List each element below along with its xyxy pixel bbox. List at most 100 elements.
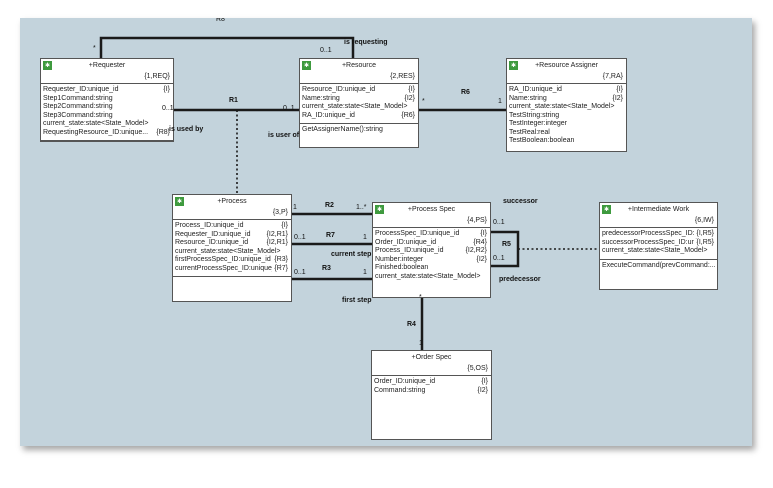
label-r6-one: 1 xyxy=(498,98,502,105)
label-r2-one: 1 xyxy=(293,204,297,211)
label-r5: R5 xyxy=(502,241,511,248)
class-resource-attributes: Resource_ID:unique_id{I} Name:string{I2}… xyxy=(300,84,418,124)
class-requester-operations xyxy=(41,141,173,146)
label-predecessor: predecessor xyxy=(499,276,541,283)
class-intermediate-work[interactable]: ✱ +Intermediate Work {6,IW} predecessorP… xyxy=(599,202,718,290)
label-r2: R2 xyxy=(325,202,334,209)
class-process-spec[interactable]: ✱ +Process Spec {4,PS} ProcessSpec_ID:un… xyxy=(372,202,491,298)
label-r7: R7 xyxy=(326,232,335,239)
label-r4-star: * xyxy=(419,294,422,301)
attribute-row: TestInteger:integer xyxy=(509,120,567,127)
label-r7-left: 0..1 xyxy=(294,234,306,241)
class-resource-assigner-title: +Resource Assigner xyxy=(535,62,598,69)
label-r3-left: 0..1 xyxy=(294,269,306,276)
class-resource-title: +Resource xyxy=(341,62,377,69)
attribute-row: current_state:state<State_Model> xyxy=(509,103,615,110)
attribute-row: Requester_ID:unique_id{I} xyxy=(43,86,170,95)
class-requester-title: +Requester xyxy=(88,62,126,69)
attribute-row: Process_ID:unique_id{I} xyxy=(175,222,288,231)
class-intermediate-work-operations: ExecuteCommand(prevCommand:... xyxy=(600,260,717,274)
class-resource-operations: GetAssignerName():string xyxy=(300,124,418,138)
attribute-row: currentProcessSpec_ID:unique_id{R7} xyxy=(175,264,288,273)
association-lines xyxy=(99,36,600,350)
class-requester-header: ✱ +Requester {1,REQ} xyxy=(41,59,173,84)
class-process[interactable]: ✱ +Process {3,P} Process_ID:unique_id{I}… xyxy=(172,194,292,302)
attribute-row: Requester_ID:unique_id{I2,R1} xyxy=(175,230,288,239)
class-order-spec-header: +Order Spec {5,OS} xyxy=(372,351,491,376)
class-process-spec-key: {4,PS} xyxy=(467,217,487,224)
class-resource-header: ✱ +Resource {2,RES} xyxy=(300,59,418,84)
class-intermediate-work-attributes: predecessorProcessSpec_ID:u...{I,R5} suc… xyxy=(600,228,717,260)
attribute-row: current_state:state<State_Model> xyxy=(302,103,408,110)
class-intermediate-work-key: {6,IW} xyxy=(694,217,714,224)
attribute-row: ProcessSpec_ID:unique_id{I} xyxy=(375,230,487,239)
label-r1-right-mult: 0..1 xyxy=(283,105,295,112)
class-process-header: ✱ +Process {3,P} xyxy=(173,195,291,220)
attribute-row: firstProcessSpec_ID:unique_id{R3} xyxy=(175,256,288,265)
class-requester[interactable]: ✱ +Requester {1,REQ} Requester_ID:unique… xyxy=(40,58,174,142)
attribute-row: successorProcessSpec_ID:uni...{I,R5} xyxy=(602,238,714,247)
class-requester-key: {1,REQ} xyxy=(144,73,170,80)
label-r3: R3 xyxy=(322,265,331,272)
label-r1-left-mult: 0..1 xyxy=(162,105,174,112)
attribute-row: Step2Command:string xyxy=(43,103,113,110)
label-r6-star: * xyxy=(422,98,425,105)
class-process-key: {3,P} xyxy=(272,209,288,216)
class-resource[interactable]: ✱ +Resource {2,RES} Resource_ID:unique_i… xyxy=(299,58,419,148)
label-current-step: current step xyxy=(331,251,372,258)
operation-row: ExecuteCommand(prevCommand:... xyxy=(602,261,716,269)
attribute-row: Resource_ID:unique_id{I} xyxy=(302,86,415,95)
class-requester-attributes: Requester_ID:unique_id{I} Step1Command:s… xyxy=(41,84,173,141)
class-order-spec-attributes: Order_ID:unique_id{I} Command:string{I2} xyxy=(372,376,491,398)
diagram-canvas: ✱ +Requester {1,REQ} Requester_ID:unique… xyxy=(20,18,752,446)
attribute-row: Step3Command:string xyxy=(43,111,113,119)
attribute-row: Order_ID:unique_id{I} xyxy=(374,378,488,387)
operation-row: GetAssignerName():string xyxy=(302,126,383,133)
class-order-spec-title: +Order Spec xyxy=(411,354,452,361)
class-icon: ✱ xyxy=(302,61,311,70)
class-resource-assigner-attributes: RA_ID:unique_id{I} Name:string{I2} curre… xyxy=(507,84,626,149)
label-r8-star: * xyxy=(93,45,96,52)
label-successor: successor xyxy=(503,198,538,205)
class-process-spec-header: ✱ +Process Spec {4,PS} xyxy=(373,203,490,228)
attribute-row: RA_ID:unique_id{R6} xyxy=(302,111,415,120)
attribute-row: Step1Command:string xyxy=(43,94,113,102)
label-first-step: first step xyxy=(342,297,372,304)
attribute-row: RA_ID:unique_id{I} xyxy=(509,86,623,95)
label-is-user-of: is user of xyxy=(268,132,300,139)
label-r6: R6 xyxy=(461,89,470,96)
label-is-used-by: is used by xyxy=(169,126,204,133)
class-icon: ✱ xyxy=(602,205,611,214)
class-intermediate-work-title: +Intermediate Work xyxy=(627,206,690,213)
class-order-spec[interactable]: +Order Spec {5,OS} Order_ID:unique_id{I}… xyxy=(371,350,492,440)
class-process-spec-title: +Process Spec xyxy=(407,206,456,213)
class-order-spec-key: {5,OS} xyxy=(467,365,488,372)
class-process-operations xyxy=(173,277,291,282)
class-icon: ✱ xyxy=(509,61,518,70)
attribute-row: Resource_ID:unique_id{I2,R1} xyxy=(175,239,288,248)
class-icon: ✱ xyxy=(375,205,384,214)
class-process-attributes: Process_ID:unique_id{I} Requester_ID:uni… xyxy=(173,220,291,277)
attribute-row: RequestingResource_ID:unique...{R8} xyxy=(43,128,170,137)
attribute-row: TestReal:real xyxy=(509,128,550,136)
label-r2-many: 1..* xyxy=(356,204,367,211)
association-r8-line xyxy=(99,36,355,58)
class-icon: ✱ xyxy=(175,197,184,206)
label-r4: R4 xyxy=(407,321,416,328)
attribute-row: current_state:state<State_Model> xyxy=(175,247,281,255)
attribute-row: current_state:state<State_Model> xyxy=(602,247,708,254)
label-r7-right: 1 xyxy=(363,234,367,241)
attribute-row: current_state:state<State_Model> xyxy=(375,272,481,280)
attribute-row: Order_ID:unique_id{R4} xyxy=(375,238,487,247)
attribute-row: Name:string{I2} xyxy=(509,94,623,103)
attribute-row: predecessorProcessSpec_ID:u...{I,R5} xyxy=(602,230,714,239)
attribute-row: TestBoolean:boolean xyxy=(509,137,575,144)
label-r1: R1 xyxy=(229,97,238,104)
label-is-requesting: is requesting xyxy=(344,39,388,46)
label-r5-top: 0..1 xyxy=(493,219,505,226)
class-resource-key: {2,RES} xyxy=(390,73,415,80)
label-r8: R8 xyxy=(216,18,225,23)
class-resource-assigner[interactable]: ✱ +Resource Assigner {7,RA} RA_ID:unique… xyxy=(506,58,627,152)
attribute-row: Name:string{I2} xyxy=(302,94,415,103)
attribute-row: current_state:state<State_Model> xyxy=(43,120,149,127)
